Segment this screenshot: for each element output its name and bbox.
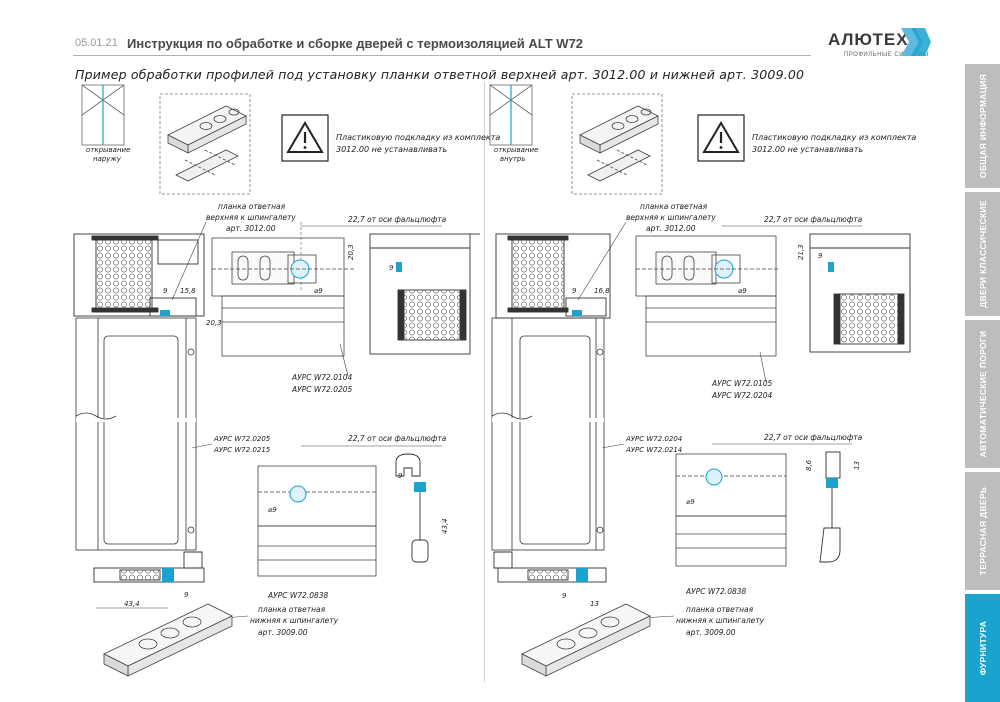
left-profile-mid-1: АУРС W72.0205 <box>213 435 271 443</box>
brand-logo: АЛЮТЕХ ПРОФИЛЬНЫЕ СИСТЕМЫ <box>828 28 938 68</box>
right-bottom-plate-label-1: планка ответная <box>686 605 754 614</box>
header-date: 05.01.21 <box>75 37 118 49</box>
left-dia-9-b: ⌀9 <box>268 506 277 514</box>
right-dim-13-h: 13 <box>590 600 599 608</box>
right-open-label-2: внутрь <box>500 155 526 163</box>
tab-terrace-door-label: ТЕРРАСНАЯ ДВЕРЬ <box>977 486 988 576</box>
right-bottom-plate-label-3: арт. 3009.00 <box>686 628 736 637</box>
tab-hardware-label: ФУРНИТУРА <box>977 620 988 676</box>
left-open-label-2: наружу <box>93 155 122 163</box>
left-profile-top-1: АУРС W72.0104 <box>291 373 353 382</box>
right-top-plate-label-1: планка ответная <box>640 202 708 211</box>
left-profile-bottom: АУРС W72.0838 <box>267 591 329 600</box>
left-bottom-plate-label-3: арт. 3009.00 <box>258 628 308 637</box>
left-dim-9-d: 9 <box>184 591 189 599</box>
right-frame-profile-right <box>809 233 911 353</box>
right-profile-top-2: АУРС W72.0204 <box>711 391 773 400</box>
right-dim-9-c: 9 <box>562 592 567 600</box>
left-frame-profile-top <box>73 233 205 317</box>
right-dim-8-6: 8,6 <box>805 459 813 471</box>
right-dim-axis-top: 22,7 от оси фальцлюфта <box>764 215 863 224</box>
right-warning-icon <box>697 114 745 162</box>
right-door-icon <box>489 84 533 146</box>
left-warning-icon <box>281 114 329 162</box>
tab-automatic-thresholds-label: АВТОМАТИЧЕСКИЕ ПОРОГИ <box>977 330 988 458</box>
left-dia-9-a: ⌀9 <box>314 287 323 295</box>
left-top-plate-label-2: верхняя к шпингалету <box>206 213 296 222</box>
right-dim-9-a: 9 <box>572 287 577 295</box>
page-title: Инструкция по обработке и сборке дверей … <box>127 36 584 51</box>
tab-hardware[interactable]: ФУРНИТУРА <box>965 594 1000 702</box>
left-door-leaf-section <box>75 317 197 551</box>
left-dim-9-b: 9 <box>389 264 394 272</box>
right-profile-bottom: АУРС W72.0838 <box>685 587 747 596</box>
left-dim-9-c: 9 <box>398 472 403 480</box>
left-top-plate-label-3: арт. 3012.00 <box>226 224 276 233</box>
brand-logo-tagline: ПРОФИЛЬНЫЕ СИСТЕМЫ <box>844 52 929 58</box>
section-tabs: ОБЩАЯ ИНФОРМАЦИЯ ДВЕРИ КЛАССИЧЕСКИЕ АВТО… <box>965 64 1000 702</box>
right-dim-9-b: 9 <box>818 252 823 260</box>
left-door-icon <box>81 84 125 146</box>
right-door-leaf-section <box>491 317 605 551</box>
tab-terrace-door[interactable]: ТЕРРАСНАЯ ДВЕРЬ <box>965 472 1000 590</box>
right-top-plate-label-3: арт. 3012.00 <box>646 224 696 233</box>
left-threshold-profile-h <box>93 551 205 583</box>
left-bottom-plate-label-2: нижняя к шпингалету <box>250 616 339 625</box>
right-bottom-plate-label-2: нижняя к шпингалету <box>676 616 765 625</box>
right-strike-plate-bottom-view <box>675 453 787 567</box>
right-open-label-1: открывание <box>494 146 538 154</box>
left-threshold-profile-v <box>395 453 429 563</box>
right-threshold-profile-h <box>493 551 607 583</box>
right-strike-plate-3d-bottom <box>521 603 651 677</box>
left-dim-axis-top: 22,7 от оси фальцлюфта <box>348 215 447 224</box>
left-profile-top-2: АУРС W72.0205 <box>291 385 353 394</box>
left-dim-43-4-v: 43,4 <box>441 518 449 534</box>
right-profile-mid-2: АУРС W72.0214 <box>625 446 682 454</box>
left-dim-axis-bottom: 22,7 от оси фальцлюфта <box>348 434 447 443</box>
tab-general-info[interactable]: ОБЩАЯ ИНФОРМАЦИЯ <box>965 64 1000 188</box>
tab-classic-doors[interactable]: ДВЕРИ КЛАССИЧЕСКИЕ <box>965 192 1000 316</box>
right-profile-top-1: АУРС W72.0105 <box>711 379 773 388</box>
brand-mark-icon <box>901 28 931 56</box>
right-strike-plate-top-view <box>635 235 780 357</box>
right-warning-line-1: Пластиковую подкладку из комплекта <box>752 133 916 142</box>
left-dim-15-8: 15,8 <box>180 287 196 295</box>
left-dim-9-a: 9 <box>163 287 168 295</box>
left-bottom-plate-label-1: планка ответная <box>258 605 326 614</box>
right-top-plate-label-2: верхняя к шпингалету <box>626 213 716 222</box>
tab-automatic-thresholds[interactable]: АВТОМАТИЧЕСКИЕ ПОРОГИ <box>965 320 1000 468</box>
left-dim-43-4-h: 43,4 <box>124 600 140 608</box>
right-dim-21-3: 21,3 <box>797 244 805 260</box>
panel-divider <box>484 82 485 682</box>
left-strike-plate-3d-top <box>159 93 251 195</box>
right-profile-mid-1: АУРС W72.0204 <box>625 435 682 443</box>
right-dia-9-b: ⌀9 <box>686 498 695 506</box>
left-profile-mid-2: АУРС W72.0215 <box>213 446 271 454</box>
right-warning-line-2: 3012.00 не устанавливать <box>752 145 863 154</box>
tab-classic-doors-label: ДВЕРИ КЛАССИЧЕСКИЕ <box>977 200 988 308</box>
left-frame-profile-right <box>369 233 480 355</box>
left-strike-plate-3d-bottom <box>103 603 233 677</box>
left-open-label-1: открывание <box>86 146 130 154</box>
right-threshold-profile-v <box>819 451 841 563</box>
left-dim-20-3-b: 20,3 <box>206 319 222 327</box>
left-strike-plate-top-view <box>211 237 354 357</box>
left-warning-line-2: 3012.00 не устанавливать <box>336 145 447 154</box>
left-top-plate-label-1: планка ответная <box>218 202 286 211</box>
left-warning-line-1: Пластиковую подкладку из комплекта <box>336 133 500 142</box>
right-strike-plate-3d-top <box>571 93 663 195</box>
right-dim-16-8: 16,8 <box>594 287 610 295</box>
left-dim-20-3-a: 20,3 <box>347 244 355 260</box>
tab-general-info-label: ОБЩАЯ ИНФОРМАЦИЯ <box>977 73 988 179</box>
brand-logo-name: АЛЮТЕХ <box>828 30 909 49</box>
right-dim-13-v: 13 <box>853 461 861 470</box>
right-dia-9-a: ⌀9 <box>738 287 747 295</box>
technical-drawing: открывание наружу Пластиковую подкладку … <box>73 84 916 677</box>
left-strike-plate-bottom-view <box>257 465 377 577</box>
right-dim-axis-bottom: 22,7 от оси фальцлюфта <box>764 433 863 442</box>
header-divider <box>73 55 811 56</box>
section-subtitle: Пример обработки профилей под установку … <box>75 67 805 82</box>
